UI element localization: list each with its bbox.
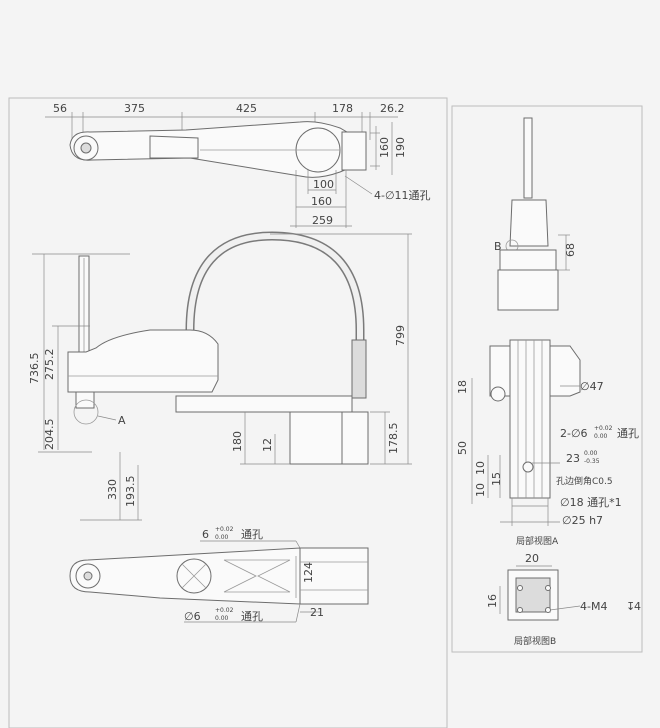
dim-16: 16: [486, 594, 499, 608]
dim-20: 20: [525, 552, 539, 565]
rv-head: [509, 199, 549, 247]
hole-top-suffix: 通孔: [241, 528, 263, 541]
top-joint-1-hub: [80, 142, 92, 154]
side-view: A 736.5 275.2 204.5 330 193.5 799 178.5 …: [28, 231, 412, 521]
lower-arm: [175, 395, 353, 413]
dim-124: 124: [302, 562, 315, 583]
dim-275-2: 275.2: [43, 349, 56, 381]
shaft-note: ∅25 h7: [562, 514, 603, 527]
right-frame: [451, 105, 643, 653]
dim-23: 23: [566, 452, 580, 465]
detail-b-title: 局部视图B: [514, 635, 556, 647]
rv-base: [497, 269, 559, 311]
detail-a-circle: [73, 399, 99, 425]
hole-top-tol-upper: +0.02: [215, 526, 234, 533]
dim-12: 12: [261, 438, 274, 452]
hole-bottom-prefix: ∅6: [184, 610, 201, 623]
dim-160-vertical: 160: [378, 137, 391, 158]
detail-a-title: 局部视图A: [516, 535, 559, 547]
upper-arm-body: [67, 329, 219, 393]
base-connector: [341, 411, 369, 465]
dim-160: 160: [311, 195, 332, 208]
hole-note-tol-upper: +0.02: [594, 425, 613, 432]
hole-top-prefix: 6: [202, 528, 209, 541]
dim-178: 178: [332, 102, 353, 115]
hole-bottom-suffix: 通孔: [241, 610, 263, 623]
thread-depth-icon: ↧: [626, 600, 635, 613]
detail-a-shaft: [509, 339, 551, 499]
rv-neck: [499, 249, 557, 271]
dim-68: 68: [564, 243, 577, 257]
dia-47: ∅47: [580, 380, 604, 393]
marker-b: B: [494, 240, 502, 253]
hole-note-suffix: 通孔: [617, 427, 639, 440]
dim-56: 56: [53, 102, 67, 115]
detail-a-hole-bottom: [522, 461, 534, 473]
dim-21: 21: [310, 606, 324, 619]
detail-b-plate: [515, 577, 551, 613]
chamfer-note: 孔边倒角C0.5: [556, 475, 613, 487]
dim-178-5: 178.5: [387, 423, 400, 455]
dim-23-tol-upper: 0.00: [584, 450, 598, 457]
dim-204-5: 204.5: [43, 419, 56, 451]
dim-10-b: 10: [474, 483, 487, 497]
dim-736-5: 736.5: [28, 353, 41, 385]
dim-425: 425: [236, 102, 257, 115]
top-mount-block: [341, 131, 367, 171]
dim-50: 50: [456, 441, 469, 455]
hole-note-tol-lower: 0.00: [594, 433, 608, 440]
bottom-view: 6 +0.02 0.00 通孔 124 21 ∅6 +0.02 0.00 通孔: [69, 526, 369, 623]
top-arm1-plate: [149, 135, 199, 159]
bore-note: ∅18 通孔*1: [560, 496, 622, 509]
hole-top-tol-lower: 0.00: [215, 534, 229, 541]
dim-193-5: 193.5: [124, 476, 137, 508]
dim-26-2: 26.2: [380, 102, 405, 115]
dim-190-vertical: 190: [394, 137, 407, 158]
thread-depth: 4: [634, 600, 641, 613]
dim-23-tol-lower: -0.35: [584, 458, 600, 465]
dim-330: 330: [106, 479, 119, 500]
rv-screw: [523, 117, 533, 199]
dim-18-rv: 18: [456, 380, 469, 394]
thread-note: 4-M4: [580, 600, 607, 613]
dim-100: 100: [313, 178, 334, 191]
cable-connector: [351, 339, 367, 399]
dim-10-a: 10: [474, 461, 487, 475]
dim-375: 375: [124, 102, 145, 115]
hole-note-2x6: 2-∅6: [560, 427, 588, 440]
bottom-base: [299, 547, 369, 605]
right-view: B 68 18 50 10 10 15 ∅47 2-∅6 +0.02 0.00 …: [456, 117, 639, 547]
top-view: 56 375 425 178 26.2 160 190 100 160 259 …: [45, 102, 431, 228]
detail-a-hole-left: [490, 386, 506, 402]
hole-bottom-tol-upper: +0.02: [215, 607, 234, 614]
dim-799: 799: [394, 325, 407, 346]
dim-15: 15: [490, 472, 503, 486]
base-column: [289, 411, 343, 465]
marker-a: A: [118, 414, 126, 427]
hole-bottom-tol-lower: 0.00: [215, 615, 229, 622]
left-frame: [8, 97, 448, 728]
hole-note-11: 4-∅11通孔: [374, 189, 431, 202]
dim-180: 180: [231, 431, 244, 452]
dim-259: 259: [312, 214, 333, 227]
detail-b: 20 16 4-M4 ↧ 4 局部视图B: [486, 552, 641, 647]
